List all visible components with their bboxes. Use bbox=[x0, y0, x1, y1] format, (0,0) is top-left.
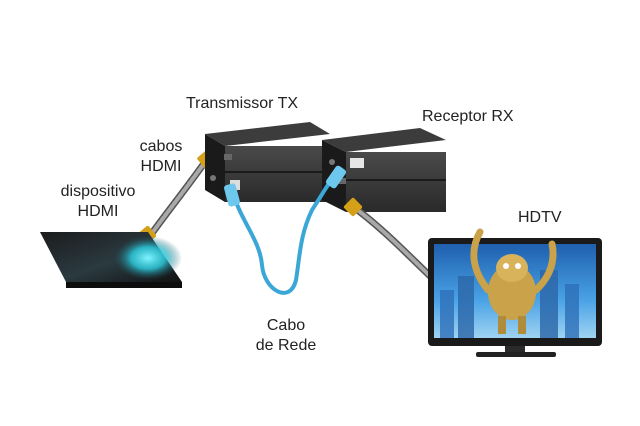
hdtv-label: HDTV bbox=[518, 209, 562, 226]
network-cable-label: Cabo de Rede bbox=[246, 316, 326, 356]
receiver-box-icon bbox=[322, 128, 446, 212]
hdmi-cables-label: cabos HDMI bbox=[130, 137, 192, 177]
network-cable-label-line2: de Rede bbox=[255, 337, 317, 354]
transmitter-label: Transmissor TX bbox=[186, 95, 299, 112]
network-cable-label-line1: Cabo bbox=[266, 317, 306, 334]
hdmi-cable-right bbox=[343, 197, 434, 280]
hdmi-cables-label-line1: cabos bbox=[139, 138, 183, 155]
tv-icon bbox=[428, 228, 602, 357]
hdmi-device-label: dispositivo HDMI bbox=[48, 182, 148, 222]
hdmi-cables-label-line2: HDMI bbox=[140, 158, 182, 175]
media-player-icon bbox=[40, 232, 182, 288]
hdmi-device-label-line1: dispositivo bbox=[60, 183, 136, 200]
hdmi-device-label-line2: HDMI bbox=[77, 203, 119, 220]
transmitter-box-icon bbox=[205, 122, 330, 202]
receiver-label: Receptor RX bbox=[422, 108, 514, 125]
network-cable bbox=[224, 165, 347, 295]
